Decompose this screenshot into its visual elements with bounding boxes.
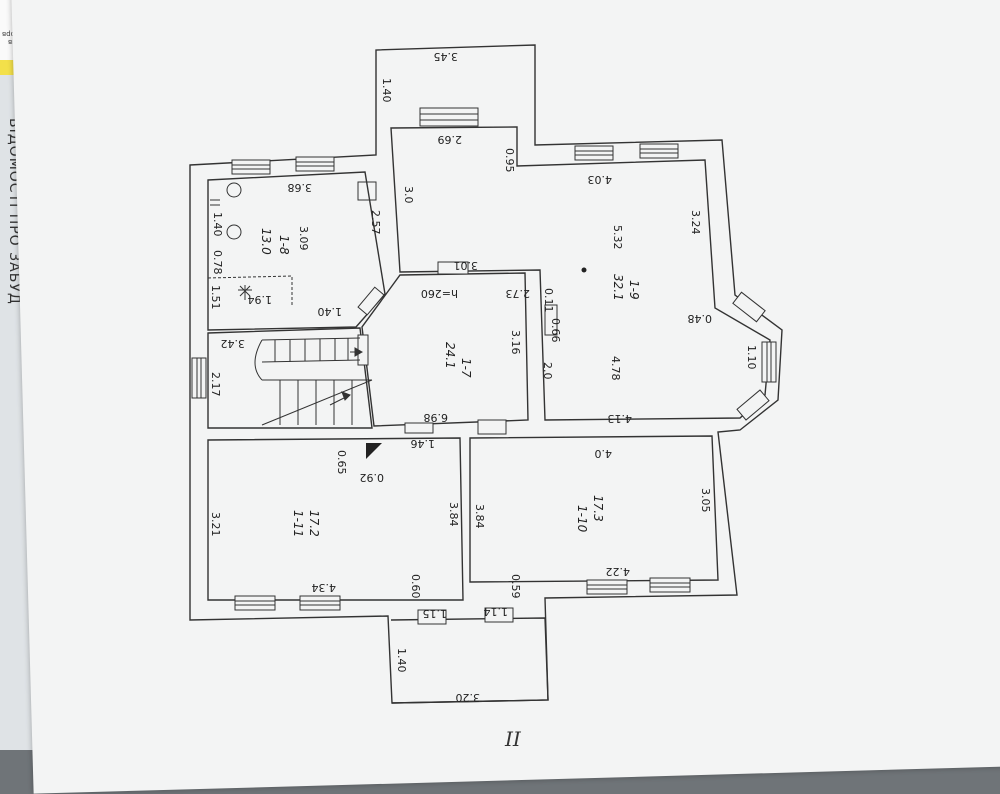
dim-text: 1.51 [209, 285, 222, 310]
sink-icon [357, 181, 377, 201]
dot-marker [581, 267, 587, 273]
window [574, 145, 614, 161]
window [231, 159, 271, 175]
window [299, 595, 341, 611]
door [477, 419, 507, 435]
dim-text: 0.92 [360, 471, 385, 484]
dim-text: 1.14 [484, 605, 509, 618]
dim-text: 3.09 [297, 226, 310, 251]
dim-text: 1.94 [248, 293, 273, 306]
dim-text: 0.78 [211, 250, 224, 275]
dim-text: 3.84 [447, 502, 460, 527]
dim-text: 3.21 [209, 512, 222, 537]
door [417, 609, 447, 625]
window [295, 156, 335, 172]
sheet-number: II [504, 727, 522, 750]
window [639, 143, 679, 159]
room-area-label: 32.1 [611, 274, 625, 301]
doors [357, 261, 558, 625]
window [761, 341, 777, 383]
room-id-label: 1-8 [277, 235, 291, 255]
room-id-label: 1-10 [575, 505, 589, 533]
door [404, 422, 434, 434]
dim-text: 3.0 [402, 186, 415, 204]
dim-text: 4.22 [606, 565, 631, 578]
window [586, 579, 628, 595]
dim-text: 0.11 [542, 288, 555, 313]
dim-text: 1.40 [211, 212, 224, 237]
staircase [254, 337, 373, 426]
bidet-icon [226, 224, 242, 240]
dim-text: 2.17 [209, 372, 222, 397]
dim-text: 5.32 [611, 225, 624, 250]
room-area-label: 17.3 [591, 495, 605, 522]
door [544, 304, 558, 336]
dim-text: 1.46 [411, 437, 436, 450]
bathroom-fixtures [207, 181, 377, 305]
dim-text: 4.13 [608, 412, 633, 425]
dim-text: 0.95 [503, 148, 516, 173]
window [191, 357, 207, 399]
window [736, 389, 770, 421]
dim-text: 0.60 [409, 574, 422, 599]
dim-text: 3.42 [221, 337, 246, 350]
dim-text: 1.40 [318, 305, 343, 318]
dim-text: 0.65 [335, 450, 348, 475]
dim-text: 4.78 [609, 356, 622, 381]
door [437, 261, 469, 275]
dim-text: 2.0 [541, 362, 554, 380]
dim-text: 1.40 [395, 648, 408, 673]
window [649, 577, 691, 593]
dim-text: 3.16 [509, 330, 522, 355]
dim-text: 4.34 [312, 581, 337, 594]
window [357, 286, 385, 316]
window [732, 291, 766, 323]
window [419, 107, 479, 127]
room-id-label: 1-9 [627, 280, 641, 300]
dim-text: 2.69 [438, 133, 463, 146]
room-id-label: 1-7 [459, 358, 473, 378]
dim-text: 3.24 [689, 210, 702, 235]
dim-text: 3.84 [473, 504, 486, 529]
room-id-label: 1-11 [291, 510, 305, 537]
dim-text: 0.66 [549, 318, 562, 343]
dim-text: 3.05 [699, 488, 712, 513]
room-area-label: 13.0 [259, 228, 273, 255]
door [484, 607, 514, 623]
dim-text: 4.0 [595, 447, 613, 460]
dim-text: 3.20 [456, 691, 481, 704]
windows [191, 107, 777, 611]
walls [189, 44, 783, 704]
dim-text: 0.59 [509, 574, 522, 599]
dim-text: 6.98 [424, 411, 449, 424]
room-area-label: 24.1 [443, 342, 457, 369]
dim-text: 3.68 [288, 181, 313, 194]
floor-plan-drawing: 3.45 1.40 2.69 0.95 3.0 4.03 3.24 5.32 1… [189, 44, 783, 750]
dim-text: 3.45 [434, 50, 459, 63]
dim-text: h=260 [421, 287, 458, 300]
dim-text: 2.73 [506, 287, 531, 300]
dim-text: 1.40 [380, 78, 393, 103]
dim-text: 2.57 [369, 210, 382, 235]
toilet-icon [226, 182, 242, 198]
window [234, 595, 276, 611]
dim-text: 3.01 [454, 259, 479, 272]
dim-text: 1.10 [745, 345, 758, 370]
dim-text: 0.48 [688, 312, 713, 325]
dim-text: 1.15 [423, 607, 448, 620]
room-area-label: 17.2 [307, 510, 321, 537]
dim-text: 4.03 [588, 173, 613, 186]
dimensions: 3.45 1.40 2.69 0.95 3.0 4.03 3.24 5.32 1… [209, 50, 758, 704]
